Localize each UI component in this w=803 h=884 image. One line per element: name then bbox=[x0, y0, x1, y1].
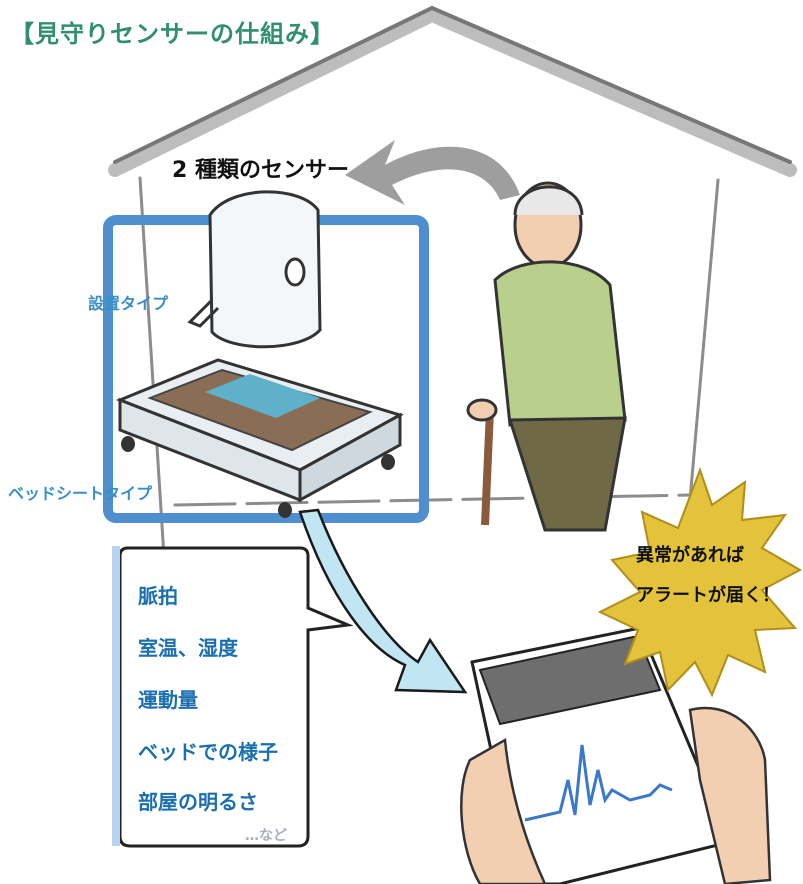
info-item-temperature-humidity: 室温、湿度 bbox=[138, 636, 238, 660]
waveform-line bbox=[524, 744, 673, 822]
signal-arrow bbox=[298, 508, 468, 694]
bed bbox=[115, 358, 404, 518]
info-item-bed-status: ベッドでの様子 bbox=[138, 740, 278, 764]
placement-type-label: 設置タイプ bbox=[88, 294, 169, 313]
bubble-shadow bbox=[112, 546, 120, 846]
info-item-room-brightness: 部屋の明るさ bbox=[138, 790, 258, 814]
info-more-text: …など bbox=[245, 828, 287, 844]
placement-sensor bbox=[187, 190, 322, 349]
page-title: 【見守りセンサーの仕組み】 bbox=[10, 20, 335, 48]
sensor-caption: 2 種類のセンサー bbox=[172, 158, 349, 183]
bed-sheet-type-label: ベッドシートタイプ bbox=[8, 484, 153, 503]
info-bubble bbox=[118, 546, 354, 848]
elderly-person bbox=[466, 181, 627, 532]
info-item-activity: 運動量 bbox=[138, 688, 198, 712]
alert-line-1: 異常があれば bbox=[636, 545, 744, 566]
smartphone bbox=[460, 626, 772, 884]
curved-arrow bbox=[345, 140, 520, 205]
alert-burst bbox=[597, 467, 803, 698]
alert-line-2: アラートが届く！ bbox=[636, 585, 780, 606]
alert-text: 異常があれば アラートが届く！ bbox=[636, 536, 796, 616]
info-item-pulse: 脈拍 bbox=[138, 584, 178, 608]
